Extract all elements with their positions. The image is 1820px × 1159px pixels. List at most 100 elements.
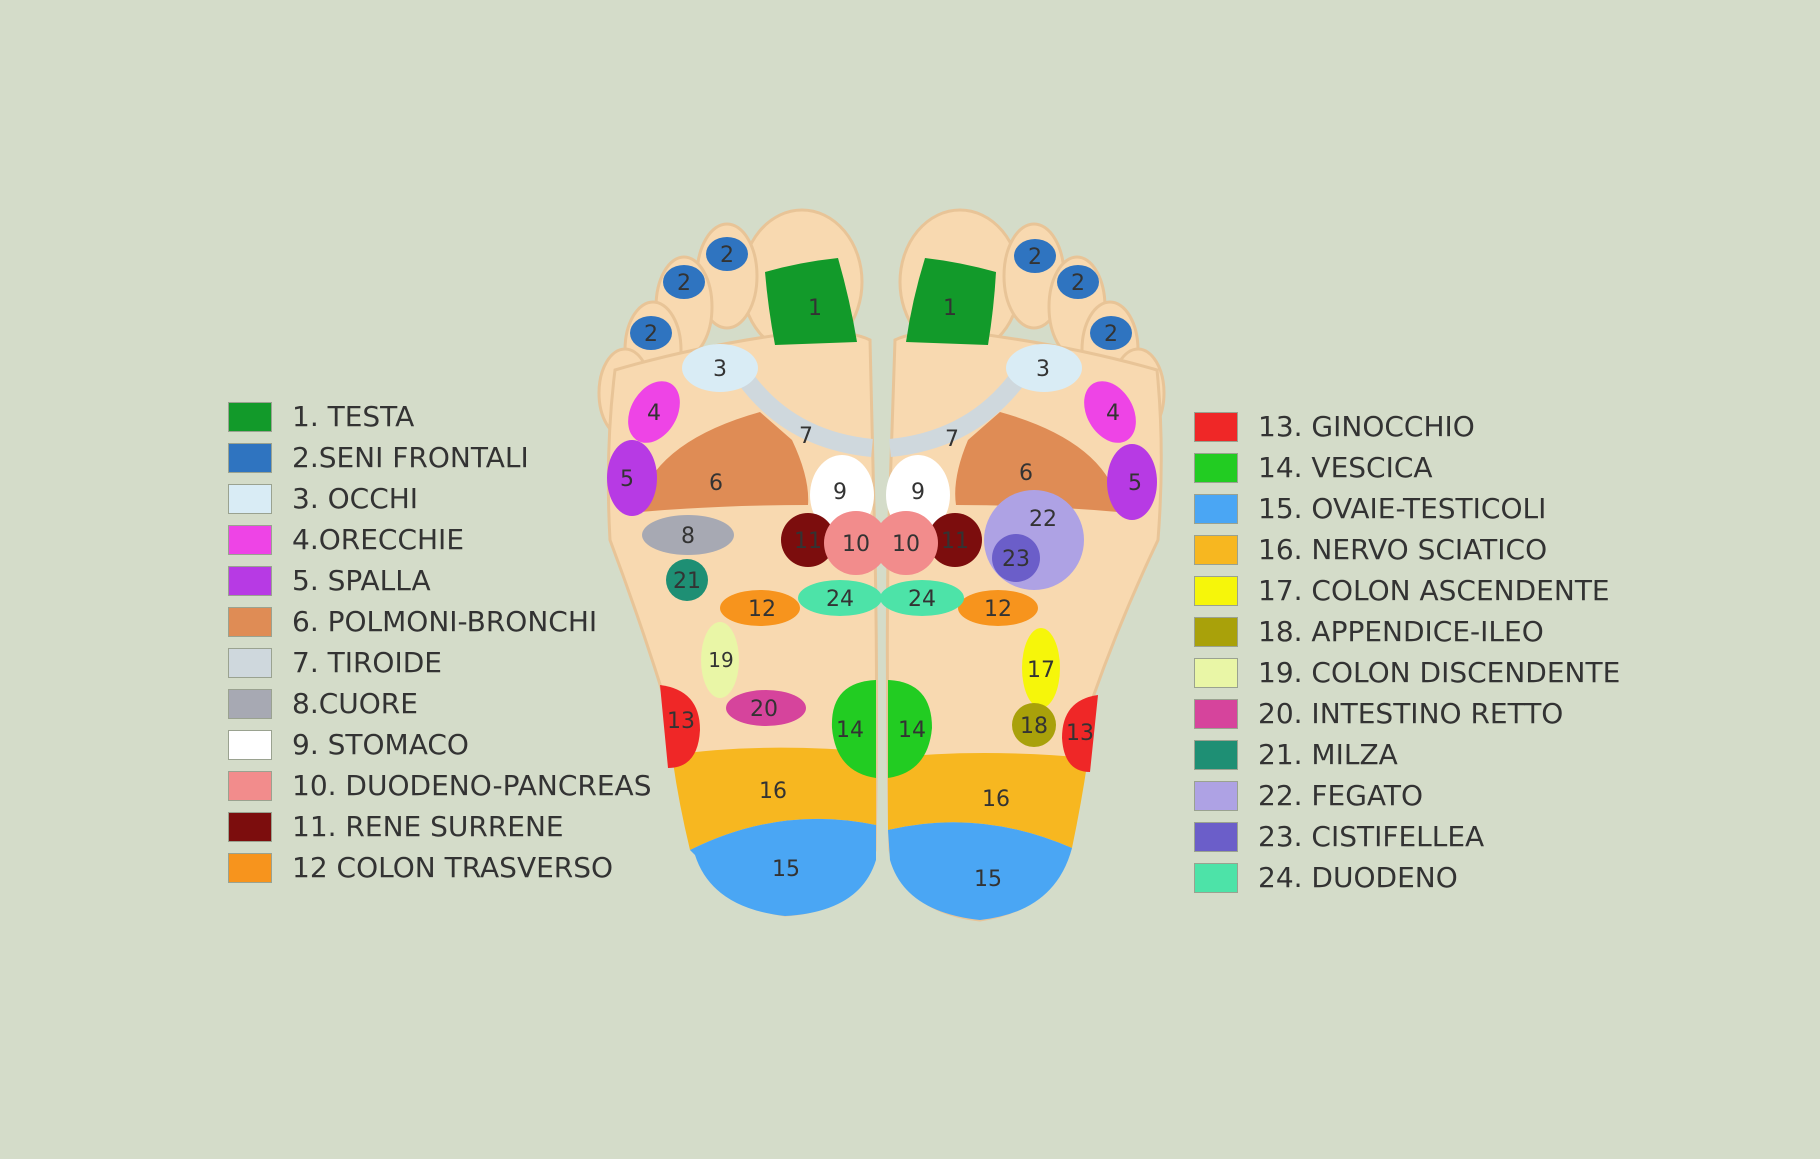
left-label-3: 3 (713, 357, 727, 382)
legend-label: 9. STOMACO (292, 728, 469, 761)
legend-swatch (228, 401, 272, 432)
right-label-2c: 2 (1104, 322, 1118, 347)
legend-swatch (1194, 411, 1238, 442)
left-label-24: 24 (826, 587, 854, 612)
legend-label: 1. TESTA (292, 400, 415, 433)
right-zone-7 (889, 372, 1026, 457)
right-zone-2a (1014, 239, 1056, 273)
right-label-17: 17 (1027, 658, 1055, 683)
right-zone-1 (906, 258, 996, 345)
right-zone-23 (992, 534, 1040, 582)
left-label-10: 10 (842, 532, 870, 557)
left-zone-11 (781, 513, 835, 567)
legend-label: 22. FEGATO (1258, 779, 1424, 812)
legend-item: 1. TESTA (228, 396, 651, 437)
legend-label: 10. DUODENO-PANCREAS (292, 769, 652, 802)
left-label-8: 8 (681, 524, 695, 549)
legend-label: 13. GINOCCHIO (1258, 410, 1475, 443)
left-label-9: 9 (833, 480, 847, 505)
legend-swatch (1194, 739, 1238, 770)
left-zone-19 (701, 622, 739, 698)
right-zone-5 (1107, 444, 1157, 520)
legend-item: 21. MILZA (1194, 734, 1620, 775)
legend-item: 18. APPENDICE-ILEO (1194, 611, 1620, 652)
legend-item: 20. INTESTINO RETTO (1194, 693, 1620, 734)
right-label-4: 4 (1106, 401, 1120, 426)
left-zone-2a (706, 237, 748, 271)
right-zone-15 (888, 822, 1072, 920)
right-label-14: 14 (898, 718, 926, 743)
legend-item: 2.SENI FRONTALI (228, 437, 651, 478)
legend-swatch (228, 524, 272, 555)
right-label-5: 5 (1128, 471, 1142, 496)
left-label-12: 12 (748, 597, 776, 622)
left-label-2c: 2 (644, 322, 658, 347)
right-label-16: 16 (982, 787, 1010, 812)
right-label-3: 3 (1036, 357, 1050, 382)
right-label-13: 13 (1066, 721, 1094, 746)
right-zone-16 (888, 753, 1088, 848)
left-label-1: 1 (808, 296, 822, 321)
right-label-23: 23 (1002, 547, 1030, 572)
legend-swatch (1194, 575, 1238, 606)
legend-label: 11. RENE SURRENE (292, 810, 564, 843)
legend-swatch (1194, 780, 1238, 811)
right-zone-4 (1084, 381, 1136, 443)
legend-swatch (1194, 698, 1238, 729)
left-zone-16 (672, 747, 876, 850)
right-zone-13 (1062, 695, 1098, 772)
right-zone-14 (888, 680, 932, 778)
legend-swatch (228, 606, 272, 637)
left-zone-12 (720, 590, 800, 626)
right-zone-10 (874, 511, 938, 575)
left-zone-20 (726, 690, 806, 726)
right-label-7: 7 (945, 427, 959, 452)
legend-label: 8.CUORE (292, 687, 418, 720)
right-foot: 1 2 2 2 3 4 5 6 7 9 10 11 12 13 14 15 16… (874, 208, 1166, 922)
right-zone-2b (1057, 265, 1099, 299)
legend-item: 8.CUORE (228, 683, 651, 724)
left-label-19: 19 (708, 648, 733, 672)
right-label-2a: 2 (1028, 245, 1042, 270)
legend-label: 12 COLON TRASVERSO (292, 851, 614, 884)
legend-label: 18. APPENDICE-ILEO (1258, 615, 1544, 648)
legend-swatch (1194, 821, 1238, 852)
legend-item: 12 COLON TRASVERSO (228, 847, 651, 888)
legend-swatch (228, 770, 272, 801)
legend-label: 14. VESCICA (1258, 451, 1433, 484)
legend-label: 19. COLON DISCENDENTE (1258, 656, 1621, 689)
legend-item: 23. CISTIFELLEA (1194, 816, 1620, 857)
legend-swatch (1194, 534, 1238, 565)
right-zone-6 (955, 412, 1118, 512)
left-zone-21 (666, 559, 708, 601)
left-label-20: 20 (750, 697, 778, 722)
right-zone-3 (1006, 344, 1082, 392)
left-zone-14 (831, 680, 876, 778)
legend-swatch (1194, 657, 1238, 688)
legend-swatch (1194, 452, 1238, 483)
left-label-21: 21 (673, 569, 701, 594)
left-zone-24 (798, 580, 882, 616)
legend-item: 22. FEGATO (1194, 775, 1620, 816)
legend-swatch (1194, 862, 1238, 893)
legend-swatch (228, 852, 272, 883)
right-zone-24 (880, 580, 964, 616)
left-label-2b: 2 (677, 271, 691, 296)
legend-label: 7. TIROIDE (292, 646, 442, 679)
left-zone-6 (640, 412, 809, 512)
legend-item: 15. OVAIE-TESTICOLI (1194, 488, 1620, 529)
legend-item: 4.ORECCHIE (228, 519, 651, 560)
right-zone-17 (1022, 628, 1060, 708)
legend-swatch (228, 811, 272, 842)
legend-label: 3. OCCHI (292, 482, 419, 515)
right-label-22: 22 (1029, 507, 1057, 532)
left-zone-2b (663, 265, 705, 299)
left-label-5: 5 (620, 467, 634, 492)
left-label-14: 14 (836, 718, 864, 743)
left-zone-7 (737, 372, 873, 457)
legend-swatch (1194, 616, 1238, 647)
left-zone-1 (765, 258, 857, 345)
legend-label: 16. NERVO SCIATICO (1258, 533, 1548, 566)
legend-label: 5. SPALLA (292, 564, 431, 597)
